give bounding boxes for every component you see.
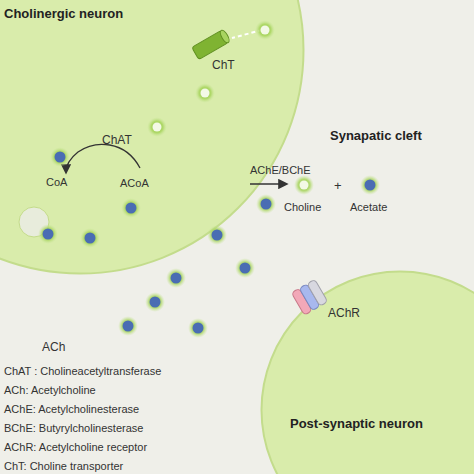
cell-outline [260, 270, 474, 474]
acetylcholine-molecule [256, 194, 276, 214]
molecule-label: ACh [42, 340, 65, 354]
molecule-label: Choline [284, 201, 321, 213]
protein-label: AChR [328, 306, 360, 320]
molecule-label: Acetate [350, 201, 387, 213]
protein-label: ChT [212, 58, 235, 72]
molecule-label: CoA [46, 176, 67, 188]
region-label: Synapatic cleft [330, 128, 422, 143]
acetate-molecule [360, 175, 380, 195]
cell-outline [0, 0, 305, 275]
enzyme-label: ChAT [102, 133, 132, 147]
cell-name: Post-synaptic neuron [290, 416, 423, 431]
acetylcholine-molecule [188, 318, 208, 338]
acetylcholine-molecule [166, 268, 186, 288]
plus-sign: + [334, 178, 342, 193]
legend-text: BChE: Butyrylcholinesterase [4, 422, 143, 434]
acetylcholine-molecule [118, 316, 138, 336]
legend-text: ACh: Acetylcholine [4, 384, 96, 396]
legend-text: ChAT : Cholineacetyltransferase [4, 365, 161, 377]
molecule-label: ACoA [120, 177, 149, 189]
choline-molecule [294, 175, 314, 195]
legend-text: AChR: Acetylcholine receptor [4, 441, 147, 453]
acetylcholine-molecule [235, 258, 255, 278]
legend-text: AChE: Acetylcholinesterase [4, 403, 139, 415]
acetylcholine-molecule [145, 292, 165, 312]
cell-name: Cholinergic neuron [4, 6, 123, 21]
neuron-cell: Cholinergic neuron [0, 0, 305, 275]
enzyme-label: AChE/BChE [250, 164, 311, 176]
legend-text: ChT: Choline transporter [4, 460, 123, 472]
neuron-cell: Post-synaptic neuron [260, 270, 474, 474]
